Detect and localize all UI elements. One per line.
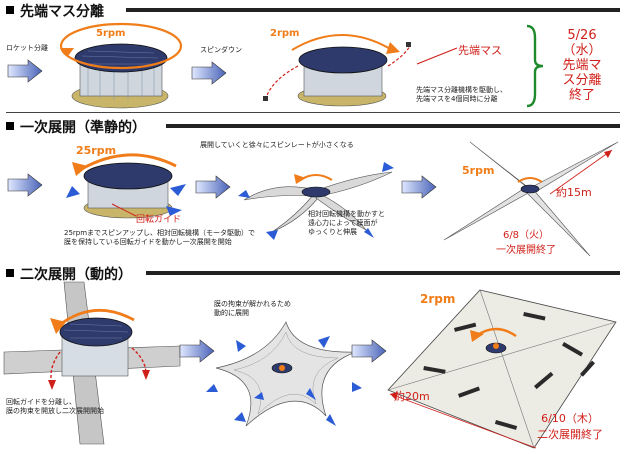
process-arrow-icon bbox=[401, 175, 437, 199]
spin-rate-5rpm-deployed: 5rpm bbox=[462, 164, 495, 177]
dynamic-deploy-note: 膜の拘束が解かれるため 動的に展開 bbox=[214, 300, 291, 318]
section-divider bbox=[166, 124, 620, 128]
section1-header: 先端マス分離 bbox=[6, 2, 620, 20]
spindown-label: スピンダウン bbox=[200, 46, 242, 54]
note-line: 動的に展開 bbox=[214, 309, 249, 317]
size-20m-label: 約20m bbox=[394, 390, 430, 403]
spin-rate-5rpm: 5rpm bbox=[96, 28, 126, 39]
primary-deploy-date: 6/8（火） 一次展開終了 bbox=[486, 226, 566, 256]
date-line: 6/8（火） bbox=[502, 230, 550, 241]
rotation-guide-label: 回転ガイド bbox=[136, 215, 182, 225]
date-line: 一次展開終了 bbox=[496, 245, 556, 256]
section2-header: 一次展開（準静的） bbox=[6, 118, 620, 136]
tipmass-completion-date: 5/26 （水） 先端マ ス分離 終了 bbox=[556, 28, 608, 103]
section-divider bbox=[146, 271, 620, 275]
spin-rate-2rpm-final: 2rpm bbox=[420, 292, 456, 306]
tip-mass-pointer bbox=[416, 47, 458, 65]
secondary-deploy-date: 6/10（木） 二次展開終了 bbox=[530, 410, 610, 442]
spacecraft-spinup-illustration bbox=[66, 153, 186, 219]
date-line: 先端マ bbox=[562, 58, 602, 73]
spin-decrease-note: 展開していくと徐々にスピンレートが小さくなる bbox=[200, 141, 354, 149]
section3-title: 二次展開（動的） bbox=[20, 267, 132, 283]
note-line: ゆっくりと伸展 bbox=[308, 228, 357, 236]
tip-mass-note: 先端マス分離機構を駆動し、 先端マスを4個同時に分離 bbox=[416, 86, 507, 104]
green-bracket bbox=[526, 24, 544, 108]
membrane-cross-deployed-illustration bbox=[443, 141, 619, 257]
process-arrow-icon bbox=[179, 339, 215, 363]
section-divider bbox=[6, 112, 620, 113]
process-arrow-icon bbox=[7, 59, 43, 83]
bullet-square-icon bbox=[6, 269, 14, 277]
date-line: （水） bbox=[562, 43, 602, 58]
process-arrow-icon bbox=[191, 61, 227, 85]
process-arrow-icon bbox=[7, 173, 43, 197]
process-arrow-icon bbox=[195, 175, 231, 199]
spacecraft-illustration bbox=[59, 22, 183, 109]
note-line: 回転ガイドを分離し、 bbox=[6, 398, 76, 406]
spacecraft-tipmass-illustration bbox=[263, 34, 411, 107]
spacecraft-guide-release-illustration bbox=[3, 281, 181, 445]
membrane-partial-deploy-illustration bbox=[238, 162, 394, 240]
note-line: 膜を保持している回転ガイドを動かし一次展開を開始 bbox=[64, 238, 232, 246]
spin-rate-2rpm: 2rpm bbox=[270, 28, 300, 39]
note-line: 25rpmまでスピンアップし、相対回転機構（モータ駆動）で bbox=[64, 229, 256, 237]
note-line: 先端マス分離機構を駆動し、 bbox=[416, 86, 507, 94]
date-line: 終了 bbox=[568, 88, 595, 103]
section1-title: 先端マス分離 bbox=[20, 4, 104, 20]
date-line: 二次展開終了 bbox=[537, 428, 603, 441]
section-divider bbox=[126, 8, 620, 12]
note-line: 膜の拘束を開放し二次展開開始 bbox=[6, 407, 104, 415]
tip-mass-label: 先端マス bbox=[458, 44, 502, 57]
note-line: 相対回転機構を動かすと bbox=[308, 210, 385, 218]
note-line: 膜の拘束が解かれるため bbox=[214, 300, 291, 308]
date-line: 6/10（木） bbox=[541, 412, 599, 425]
rotation-guide-pointer bbox=[111, 203, 137, 217]
date-line: 5/26 bbox=[567, 28, 597, 43]
section3-header: 二次展開（動的） bbox=[6, 265, 620, 283]
membrane-fully-deployed-illustration bbox=[387, 289, 617, 449]
note-line: 先端マスを4個同時に分離 bbox=[416, 95, 498, 103]
size-15m-label: 約15m bbox=[556, 186, 592, 199]
spinup-note: 25rpmまでスピンアップし、相対回転機構（モータ駆動）で 膜を保持している回転… bbox=[64, 229, 255, 247]
bullet-square-icon bbox=[6, 6, 14, 14]
rocket-separation-label: ロケット分離 bbox=[6, 44, 48, 52]
bullet-square-icon bbox=[6, 122, 14, 130]
guide-release-note: 回転ガイドを分離し、 膜の拘束を開放し二次展開開始 bbox=[6, 398, 104, 416]
date-line: ス分離 bbox=[562, 73, 602, 88]
note-line: 遠心力によって膜面が bbox=[308, 219, 378, 227]
spin-rate-25rpm: 25rpm bbox=[76, 144, 117, 157]
section2-title: 一次展開（準静的） bbox=[20, 120, 146, 136]
membrane-dynamic-deploy-illustration bbox=[206, 321, 362, 427]
process-arrow-icon bbox=[351, 339, 387, 363]
relative-rotation-note: 相対回転機構を動かすと 遠心力によって膜面が ゆっくりと伸展 bbox=[308, 210, 385, 237]
